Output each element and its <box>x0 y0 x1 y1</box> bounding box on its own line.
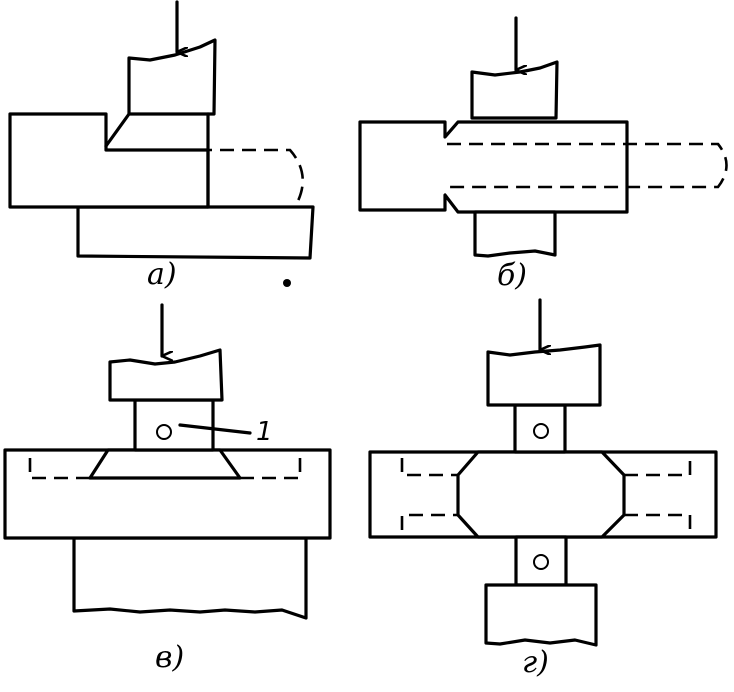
panel-v-stem <box>133 398 215 452</box>
panel-v-callout-number: 1 <box>256 417 273 447</box>
panel-v-leader-line <box>178 423 252 435</box>
panel-g-dashed-lines <box>400 458 692 530</box>
panel-b: б) <box>358 16 728 293</box>
panel-g-upper-die <box>486 343 602 407</box>
panel-b-upper-die <box>470 60 559 120</box>
panel-a-workpiece <box>8 112 210 209</box>
panel-g-lower-die <box>484 583 598 647</box>
panel-v-lower-anvil <box>72 536 308 620</box>
panel-a: а) <box>8 0 315 292</box>
panel-v-stem-hole <box>156 424 172 440</box>
panel-g-forming-area <box>456 450 626 539</box>
panel-g-upper-stem <box>513 403 567 454</box>
panel-a-dashed-extension <box>110 148 304 209</box>
panel-b-lower-die <box>473 210 557 258</box>
panel-v-dashed-lines <box>28 458 302 480</box>
panel-b-workpiece <box>358 120 629 214</box>
panel-g-lower-hole <box>533 554 549 570</box>
panel-v-upper-die <box>108 348 224 402</box>
panel-a-label: а) <box>147 257 177 292</box>
panel-v-label: в) <box>155 640 184 675</box>
panel-b-label: б) <box>497 258 527 293</box>
panel-g-lower-stem <box>514 535 568 587</box>
panel-a-dot <box>283 279 291 287</box>
panel-v-forming-area <box>88 448 242 480</box>
panel-g-upper-hole <box>533 423 549 439</box>
panel-v: 1 в) <box>3 303 332 675</box>
panel-a-tool-bevel <box>104 112 210 209</box>
panel-a-upper-die <box>127 38 217 116</box>
panel-a-lower-anvil <box>76 205 315 260</box>
panel-g: г) <box>368 298 718 680</box>
panel-g-label: г) <box>522 645 549 680</box>
panel-b-dashed-extension <box>447 142 728 189</box>
